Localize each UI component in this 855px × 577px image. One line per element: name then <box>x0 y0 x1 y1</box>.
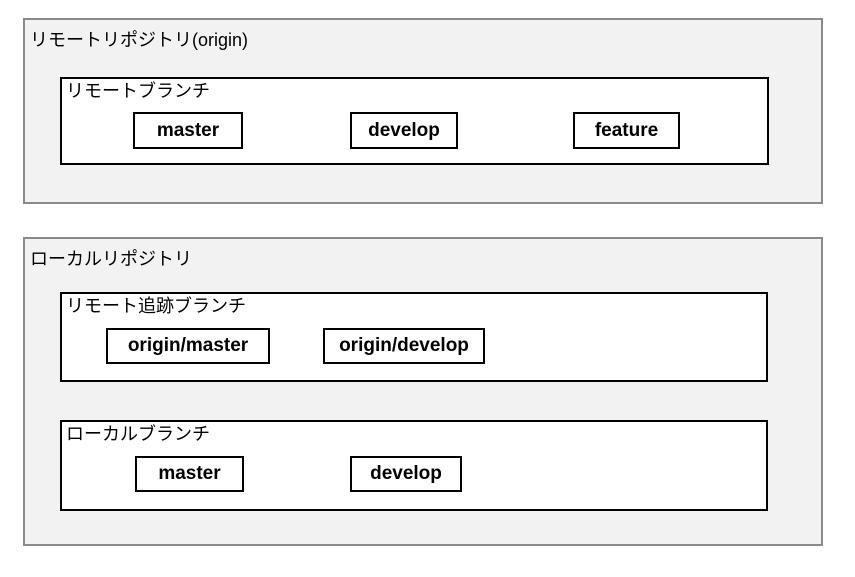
local-repository-title: ローカルリポジトリ <box>30 249 192 269</box>
branch-node-origin-develop: origin/develop <box>323 328 485 364</box>
local-branches-title: ローカルブランチ <box>66 424 210 444</box>
remote-repository-box: リモートリポジトリ(origin) リモートブランチ master develo… <box>23 18 823 204</box>
local-branches-box: ローカルブランチ master develop <box>60 420 768 511</box>
branch-node-remote-master: master <box>133 112 243 149</box>
branch-node-local-develop: develop <box>350 456 462 492</box>
remote-tracking-branches-title: リモート追跡ブランチ <box>66 296 246 316</box>
remote-tracking-branches-box: リモート追跡ブランチ origin/master origin/develop <box>60 292 768 382</box>
branch-node-origin-master: origin/master <box>106 328 270 364</box>
remote-repository-title: リモートリポジトリ(origin) <box>30 30 249 50</box>
branch-node-remote-feature: feature <box>573 112 680 149</box>
branch-node-local-master: master <box>135 456 244 492</box>
local-repository-box: ローカルリポジトリ リモート追跡ブランチ origin/master origi… <box>23 237 823 546</box>
branch-node-remote-develop: develop <box>350 112 458 149</box>
remote-branches-title: リモートブランチ <box>66 81 210 101</box>
remote-branches-box: リモートブランチ master develop feature <box>60 77 769 165</box>
